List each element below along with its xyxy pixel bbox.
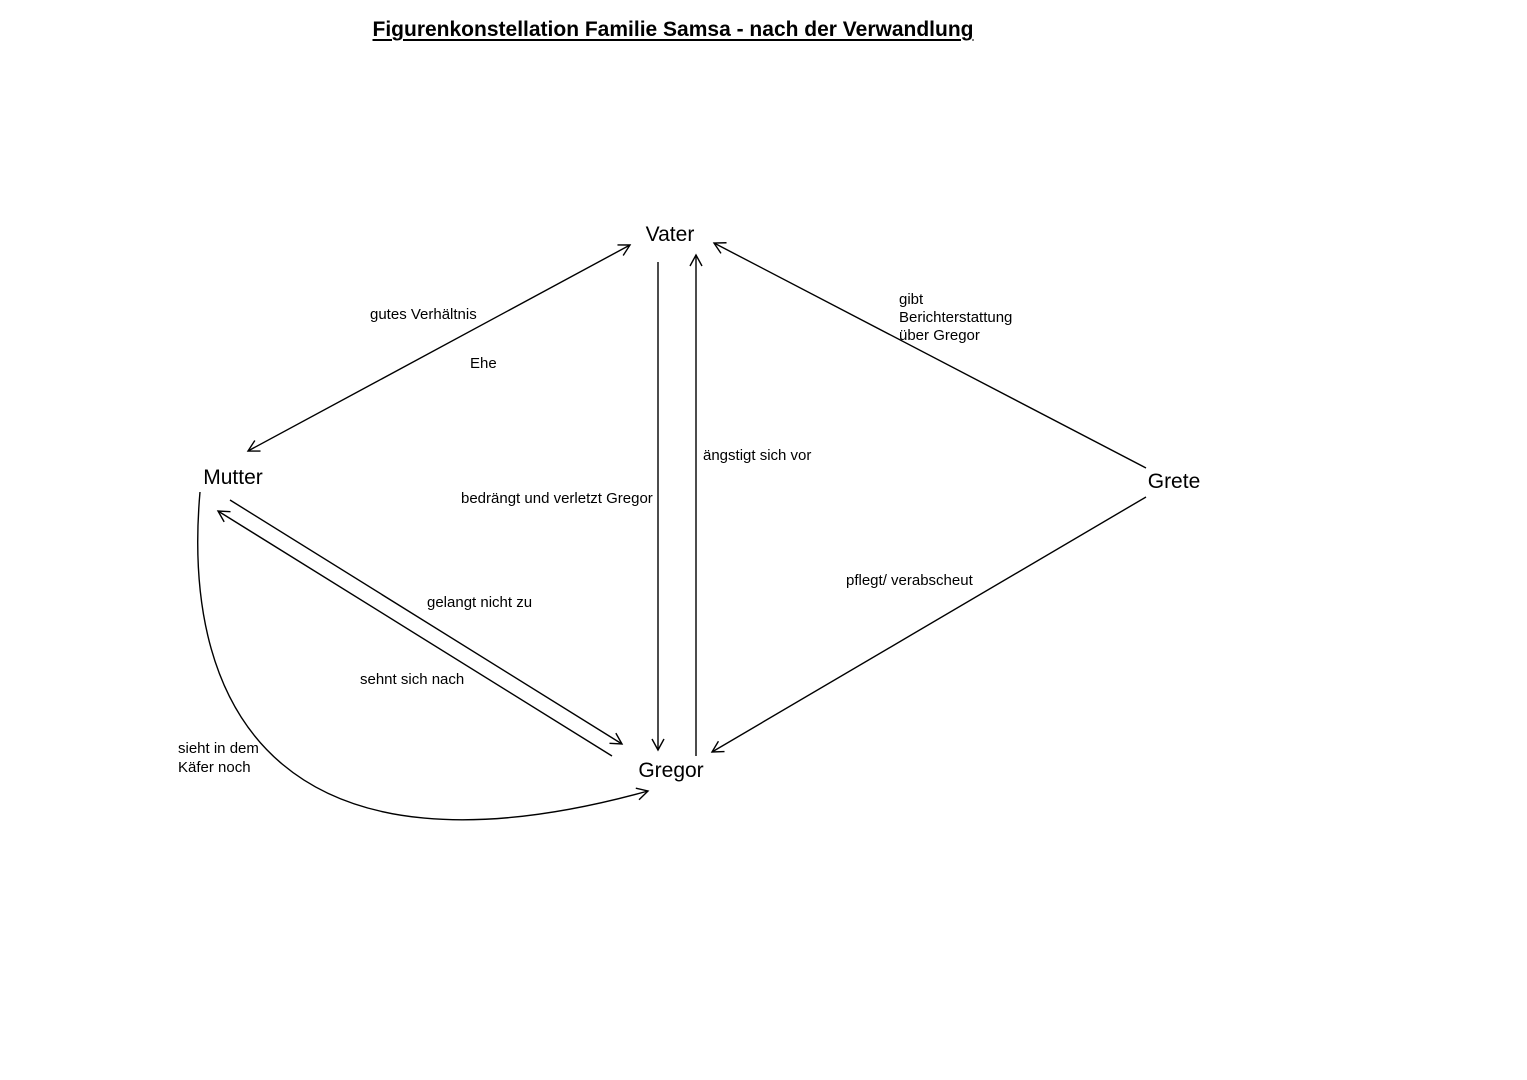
label-gutes-verhaeltnis: gutes Verhältnis xyxy=(370,306,477,323)
arrow-grete-to-gregor xyxy=(710,496,1147,753)
label-sehnt-sich-nach: sehnt sich nach xyxy=(360,671,464,688)
node-mutter: Mutter xyxy=(203,466,263,489)
node-vater: Vater xyxy=(646,223,695,246)
diagram-title: Figurenkonstellation Familie Samsa - nac… xyxy=(372,18,974,41)
arrow-mutter-vater-mutual xyxy=(246,244,632,452)
label-aengstigt-sich-vor: ängstigt sich vor xyxy=(703,447,811,464)
label-sieht-in-dem-line2: Käfer noch xyxy=(178,759,251,776)
node-grete: Grete xyxy=(1148,470,1201,493)
label-berichterstattung-line1: gibt xyxy=(899,291,924,308)
label-ehe: Ehe xyxy=(470,355,497,372)
arrow-mutter-to-gregor-curved xyxy=(197,491,650,821)
label-berichterstattung-line3: über Gregor xyxy=(899,327,980,344)
arrow-grete-to-vater xyxy=(712,242,1147,469)
node-gregor: Gregor xyxy=(638,759,703,782)
arrow-gregor-to-mutter xyxy=(216,510,613,757)
label-berichterstattung-line2: Berichterstattung xyxy=(899,309,1012,326)
label-gelangt-nicht-zu: gelangt nicht zu xyxy=(427,594,532,611)
label-bedraengt-und-verletzt: bedrängt und verletzt Gregor xyxy=(461,490,653,507)
arrow-mutter-to-gregor xyxy=(229,499,624,745)
label-sieht-in-dem-line1: sieht in dem xyxy=(178,740,259,757)
label-pflegt-verabscheut: pflegt/ verabscheut xyxy=(846,572,974,589)
